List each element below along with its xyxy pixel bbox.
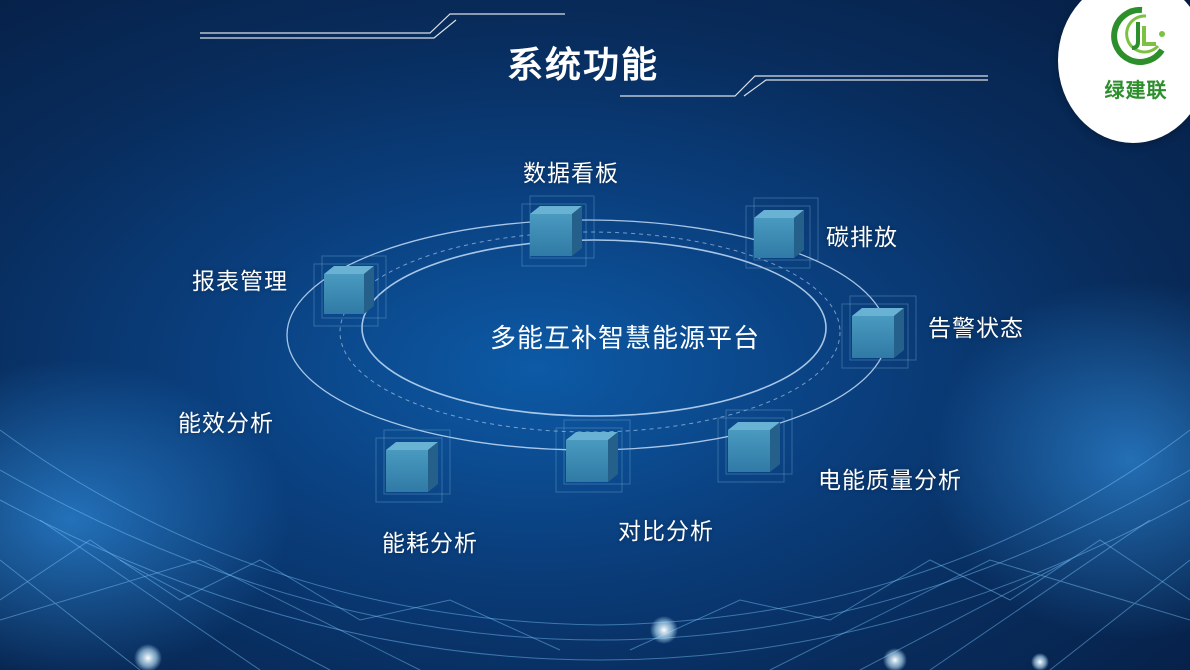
node-label-efficiency: 能效分析 xyxy=(178,411,274,437)
cube-dashboard xyxy=(521,195,595,267)
cube-carbon xyxy=(745,197,819,269)
node-label-dashboard: 数据看板 xyxy=(523,161,619,187)
cube-report xyxy=(313,255,387,327)
cube-alarm xyxy=(841,295,917,369)
node-label-power-quality: 电能质量分析 xyxy=(818,468,962,494)
node-label-consumption: 能耗分析 xyxy=(382,531,478,557)
node-label-comparison: 对比分析 xyxy=(618,519,714,545)
node-label-report: 报表管理 xyxy=(192,269,288,295)
cube-power-quality xyxy=(717,409,793,483)
platform-center-label: 多能互补智慧能源平台 xyxy=(489,324,760,354)
cube-consumption xyxy=(375,429,451,503)
logo-mark-icon xyxy=(1111,6,1165,65)
inner-ring xyxy=(361,239,827,417)
logo-text: 绿建联 xyxy=(1104,78,1168,102)
node-label-alarm: 告警状态 xyxy=(928,316,1024,342)
page-title: 系统功能 xyxy=(506,45,659,86)
node-label-carbon: 碳排放 xyxy=(826,225,898,251)
brand-logo: 绿建联 xyxy=(1058,0,1190,143)
dashed-ring xyxy=(339,231,841,433)
cube-comparison xyxy=(555,419,631,493)
